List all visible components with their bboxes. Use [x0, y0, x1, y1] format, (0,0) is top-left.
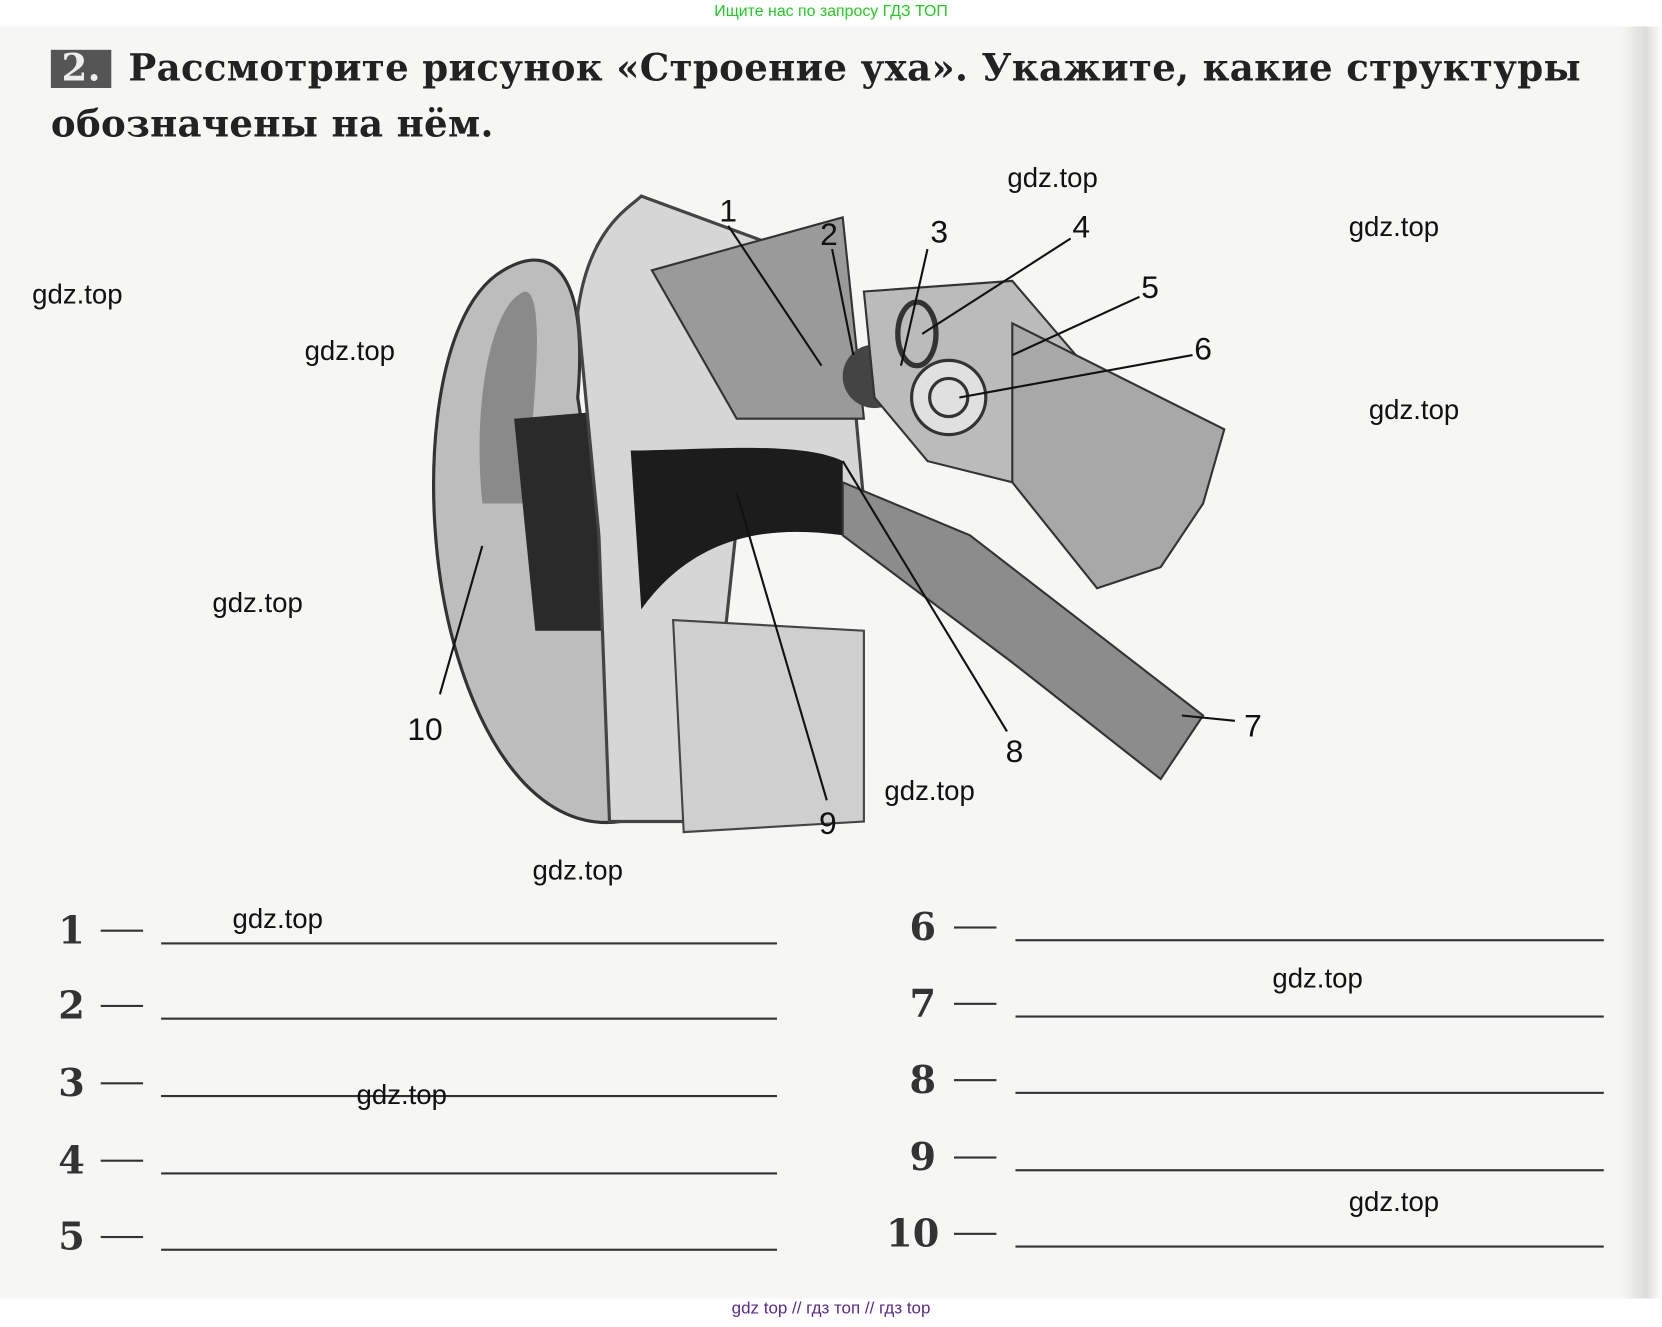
answer-number: 9	[909, 1135, 937, 1180]
watermark: gdz.top	[356, 1078, 447, 1111]
figure-label-7: 7	[1244, 709, 1262, 745]
answer-number: 3	[58, 1061, 85, 1106]
figure-label-6: 6	[1194, 331, 1212, 367]
dash	[953, 926, 997, 929]
task-number: 2.	[50, 49, 112, 88]
answer-number: 5	[58, 1214, 85, 1260]
dash	[953, 1079, 997, 1082]
figure-label-8: 8	[1005, 734, 1024, 770]
answer-line[interactable]	[1015, 1015, 1604, 1018]
watermark: gdz.top	[1368, 393, 1460, 426]
answer-line[interactable]	[161, 1172, 777, 1175]
watermark: gdz.top	[304, 334, 396, 367]
figure-label-9: 9	[819, 806, 837, 842]
answer-line[interactable]	[161, 1248, 777, 1251]
answer-line[interactable]	[161, 1094, 777, 1098]
answer-number: 2	[58, 983, 85, 1029]
figure-label-10: 10	[407, 712, 443, 748]
answer-line[interactable]	[161, 1017, 777, 1020]
watermark: gdz.top	[1007, 161, 1098, 194]
answer-line[interactable]	[1015, 1245, 1604, 1248]
dash	[100, 929, 144, 932]
answer-line[interactable]	[1015, 1091, 1604, 1094]
footer-note: gdz top // гдз топ // гдз top	[731, 1299, 931, 1318]
watermark: gdz.top	[532, 853, 623, 886]
watermark: gdz.top	[32, 278, 123, 311]
figure-label-5: 5	[1141, 270, 1159, 306]
answer-number: 8	[909, 1057, 937, 1103]
figure-label-3: 3	[930, 215, 949, 251]
answer-number: 6	[909, 905, 937, 950]
watermark: gdz.top	[212, 586, 303, 619]
watermark: gdz.top	[1348, 1185, 1440, 1218]
watermark: gdz.top	[1348, 210, 1440, 243]
answer-line[interactable]	[161, 942, 777, 945]
task-title: 2.Рассмотрите рисунок «Строение уха». Ук…	[50, 40, 1620, 152]
dash	[953, 1232, 997, 1235]
dash	[953, 1002, 997, 1005]
answer-line[interactable]	[1015, 1169, 1604, 1172]
figure-label-2: 2	[820, 217, 838, 253]
watermark: gdz.top	[1272, 961, 1363, 994]
answer-line[interactable]	[1015, 939, 1604, 942]
dash	[100, 1082, 144, 1085]
dash	[100, 1235, 144, 1239]
answer-number: 1	[58, 908, 85, 953]
answer-number: 4	[58, 1138, 85, 1183]
figure-label-1: 1	[719, 193, 738, 229]
dash	[100, 1159, 144, 1162]
watermark: gdz.top	[232, 902, 323, 935]
dash	[100, 1004, 144, 1007]
watermark: gdz.top	[884, 774, 975, 807]
task-text: Рассмотрите рисунок «Строение уха». Укаж…	[50, 46, 1581, 147]
dash	[953, 1156, 997, 1159]
figure-label-4: 4	[1072, 209, 1091, 245]
ear-structure-illustration	[432, 194, 1236, 834]
answer-number: 7	[909, 981, 937, 1027]
page-edge	[1621, 26, 1662, 1299]
header-note: Ищите нас по запросу ГДЗ ТОП	[714, 2, 948, 21]
answer-number: 10	[886, 1211, 940, 1257]
